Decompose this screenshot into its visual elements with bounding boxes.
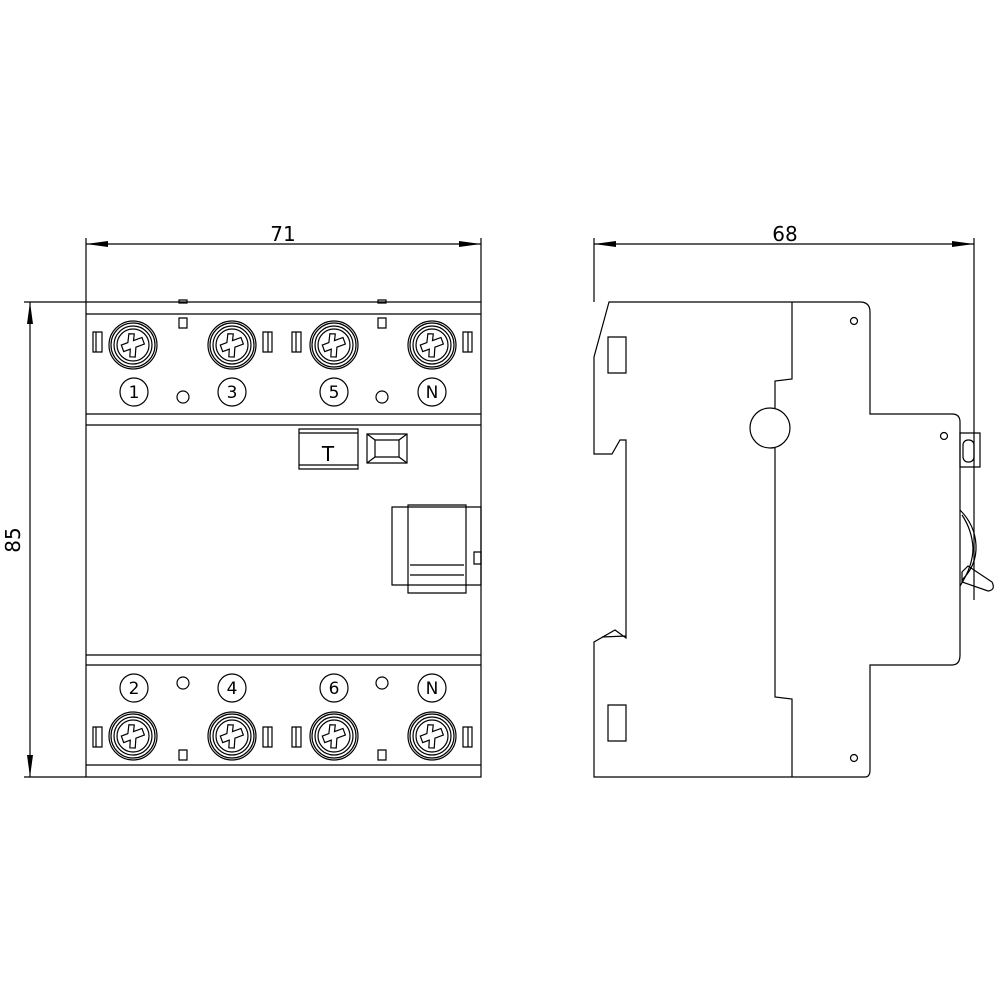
terminal-label: 2 — [129, 679, 140, 699]
lever-icon — [960, 510, 993, 591]
rivet-hole — [750, 408, 790, 448]
top-terminals: 1 3 5 N — [93, 300, 472, 406]
terminal-screw-icon — [309, 711, 359, 761]
terminal-label: 5 — [329, 383, 340, 403]
depth-dimension-label: 68 — [772, 222, 797, 246]
housing-split-line — [775, 302, 792, 777]
terminal-label: 4 — [227, 679, 238, 699]
switch-handle — [392, 505, 481, 593]
terminal-screw-icon — [207, 320, 257, 370]
terminal-details — [93, 300, 472, 406]
depth-dimension: 68 — [594, 222, 974, 600]
terminal-screw-icon — [108, 320, 158, 370]
test-button-label: T — [321, 442, 335, 466]
bottom-terminals: 2 4 6 N — [93, 674, 472, 761]
width-dimension-label: 71 — [270, 222, 295, 246]
terminal-label: 3 — [227, 383, 238, 403]
side-window — [608, 337, 626, 373]
side-view: 68 — [594, 222, 993, 777]
small-hole — [851, 755, 858, 762]
terminal-screw-icon — [207, 711, 257, 761]
terminal-details — [93, 674, 472, 760]
small-hole — [851, 318, 858, 325]
side-window — [608, 705, 626, 741]
small-hole — [941, 433, 948, 440]
terminal-screw-icon — [407, 320, 457, 370]
height-dimension: 85 — [1, 302, 86, 777]
terminal-label: 1 — [129, 383, 140, 403]
clip-icon — [960, 433, 980, 467]
terminal-label: 6 — [329, 679, 340, 699]
terminal-label: N — [426, 383, 439, 403]
terminal-screw-icon — [108, 711, 158, 761]
side-housing-outline — [594, 302, 960, 777]
test-button: T — [299, 429, 358, 469]
front-view: 71 85 — [1, 222, 481, 777]
terminal-screw-icon — [407, 711, 457, 761]
terminal-screw-icon — [309, 320, 359, 370]
rail-clip-line — [602, 636, 626, 637]
width-dimension: 71 — [86, 222, 481, 302]
height-dimension-label: 85 — [1, 527, 25, 552]
front-housing — [86, 302, 481, 777]
status-indicator-window — [367, 434, 407, 463]
terminal-label: N — [426, 679, 439, 699]
